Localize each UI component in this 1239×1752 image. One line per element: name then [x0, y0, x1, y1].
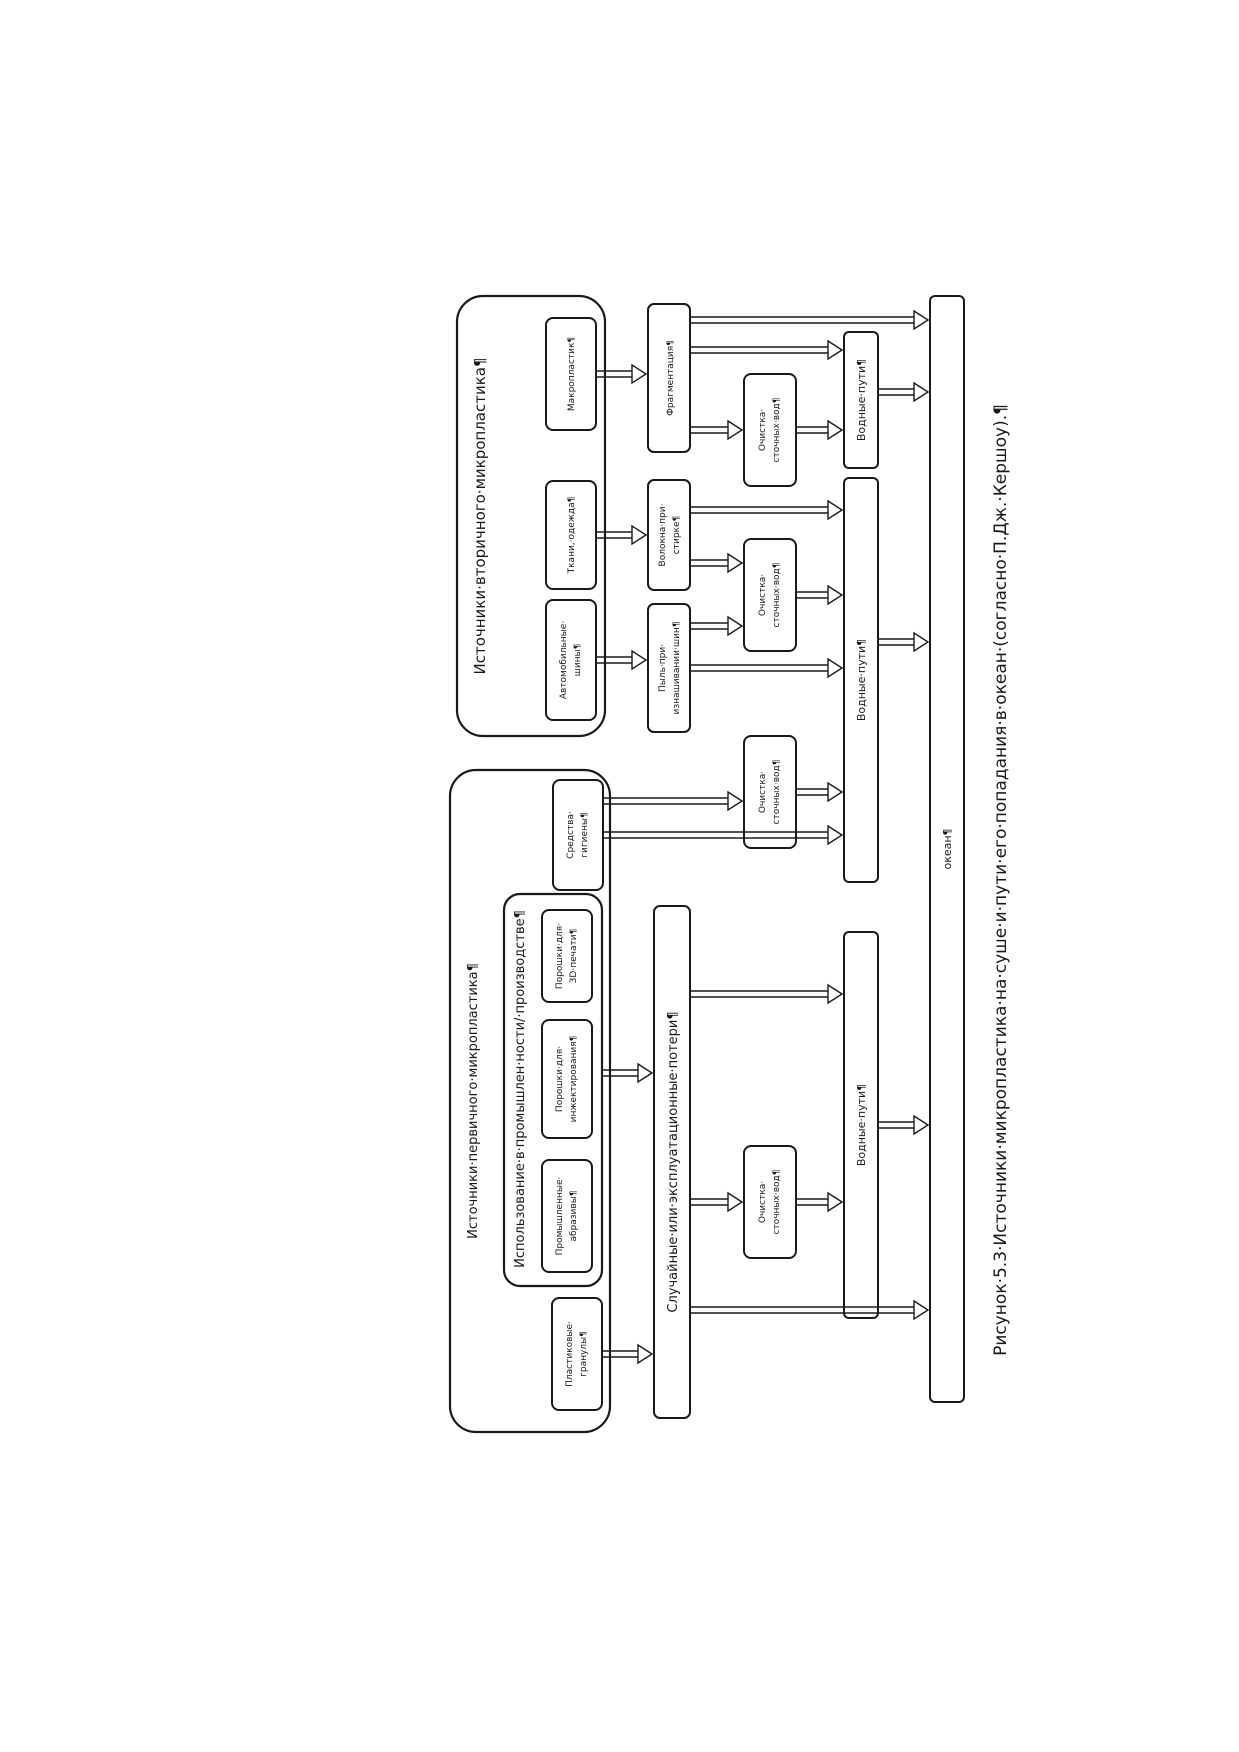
- waterways-left-label: Водные·пути¶: [855, 1084, 868, 1166]
- flow-arrows: [596, 309, 930, 1365]
- abrasives-label-2: абразивы¶: [569, 1190, 579, 1241]
- ocean-label: океан¶: [941, 828, 954, 869]
- fragmentation-label: Фрагментация¶: [666, 340, 676, 416]
- flow-arrow-13: [796, 781, 844, 803]
- flow-arrow-14: [690, 657, 844, 679]
- flow-arrow-2: [602, 1062, 654, 1084]
- flow-arrow-15: [690, 615, 744, 637]
- flow-arrow-24: [878, 381, 930, 403]
- flow-arrow-7: [596, 363, 648, 385]
- flow-arrow-17: [690, 499, 844, 521]
- flow-arrow-9: [690, 1191, 744, 1213]
- fibres-label-2: стирке¶: [672, 516, 682, 554]
- losses-box: [653, 905, 691, 1419]
- flow-arrow-4: [603, 790, 744, 812]
- flow-arrow-18: [796, 584, 844, 606]
- flow-arrow-20: [690, 419, 744, 441]
- treatment-1-label-2: сточных·вод¶: [772, 1170, 782, 1235]
- losses-label: Случайные·или·эксплуатационные·потери¶: [666, 1011, 681, 1312]
- ocean-box: [929, 295, 965, 1403]
- waterways-box-right: [843, 331, 879, 469]
- secondary-sources-title: Источники·вторичного·микропластика¶: [471, 357, 489, 674]
- fibres-label-1: Волокна·при·: [658, 504, 668, 567]
- flow-arrow-16: [690, 552, 744, 574]
- print-powders-box: [541, 909, 593, 1003]
- treatment-box-1: [743, 1145, 797, 1259]
- flow-arrow-11: [796, 1191, 844, 1213]
- tyres-label-2: шины¶: [573, 644, 583, 677]
- pellets-label-1: Пластиковые·: [565, 1321, 575, 1387]
- industry-use-title: Использование·в·промышлен·ности/·произво…: [513, 910, 528, 1268]
- tyre-dust-label-2: изнашивании·шин¶: [672, 621, 682, 714]
- flow-arrow-8: [690, 1299, 930, 1321]
- abrasives-box: [541, 1159, 593, 1273]
- print-powders-label-2: 3D·печати¶: [569, 929, 579, 984]
- hygiene-label-1: Средства·: [566, 811, 576, 859]
- flow-arrow-6: [596, 524, 648, 546]
- clothing-box: [545, 480, 597, 590]
- tyre-dust-label-1: Пыль·при·: [658, 644, 668, 692]
- flow-arrow-19: [878, 631, 930, 653]
- fragmentation-box: [647, 303, 691, 453]
- treatment-box-3: [743, 538, 797, 652]
- treatment-2-label-2: сточных·вод¶: [772, 760, 782, 825]
- hygiene-label-2: гигиены¶: [580, 812, 590, 857]
- treatment-1-label-1: Очистка·: [758, 1181, 768, 1223]
- figure-caption: Рисунок·5.3·Источники·микропластика·на·с…: [991, 404, 1011, 1356]
- macroplastic-label: Макропластик¶: [567, 337, 577, 411]
- flow-arrow-1: [602, 1343, 654, 1365]
- treatment-2-label-1: Очистка·: [758, 771, 768, 813]
- flow-arrow-12: [878, 1114, 930, 1136]
- flow-arrow-3: [603, 824, 844, 846]
- injection-powders-label-1: Порошки·для·: [555, 1046, 565, 1112]
- flow-arrow-22: [690, 309, 930, 331]
- treatment-4-label-1: Очистка·: [758, 409, 768, 451]
- flow-arrow-5: [596, 649, 648, 671]
- primary-sources-title: Источники·первичного·микропластика¶: [466, 963, 481, 1239]
- fibres-box: [647, 479, 691, 591]
- treatment-box-2: [743, 735, 797, 849]
- treatment-box-4: [743, 373, 797, 487]
- treatment-3-label-1: Очистка·: [758, 574, 768, 616]
- pellets-label-2: гранулы¶: [579, 1331, 589, 1377]
- tyre-dust-box: [647, 603, 691, 733]
- macroplastic-box: [545, 317, 597, 431]
- waterways-main-label: Водные·пути¶: [855, 639, 868, 721]
- injection-powders-box: [541, 1019, 593, 1139]
- waterways-box-left: [843, 931, 879, 1319]
- waterways-right-label: Водные·пути¶: [855, 359, 868, 441]
- treatment-3-label-2: сточных·вод¶: [772, 563, 782, 628]
- tyres-label-1: Автомобильные·: [559, 621, 569, 699]
- flow-arrow-21: [690, 339, 844, 361]
- pellets-box: [551, 1297, 603, 1411]
- treatment-4-label-2: сточных·вод¶: [772, 398, 782, 463]
- tyres-box: [545, 599, 597, 721]
- flow-arrow-10: [690, 983, 844, 1005]
- print-powders-label-1: Порошки·для·: [555, 923, 565, 989]
- injection-powders-label-2: инжектирования¶: [569, 1036, 579, 1123]
- abrasives-label-1: Промышленные·: [555, 1177, 565, 1256]
- clothing-label: Ткани,·одежда¶: [567, 497, 577, 575]
- hygiene-box: [552, 779, 604, 891]
- waterways-box-main: [843, 477, 879, 883]
- flow-arrow-23: [796, 419, 844, 441]
